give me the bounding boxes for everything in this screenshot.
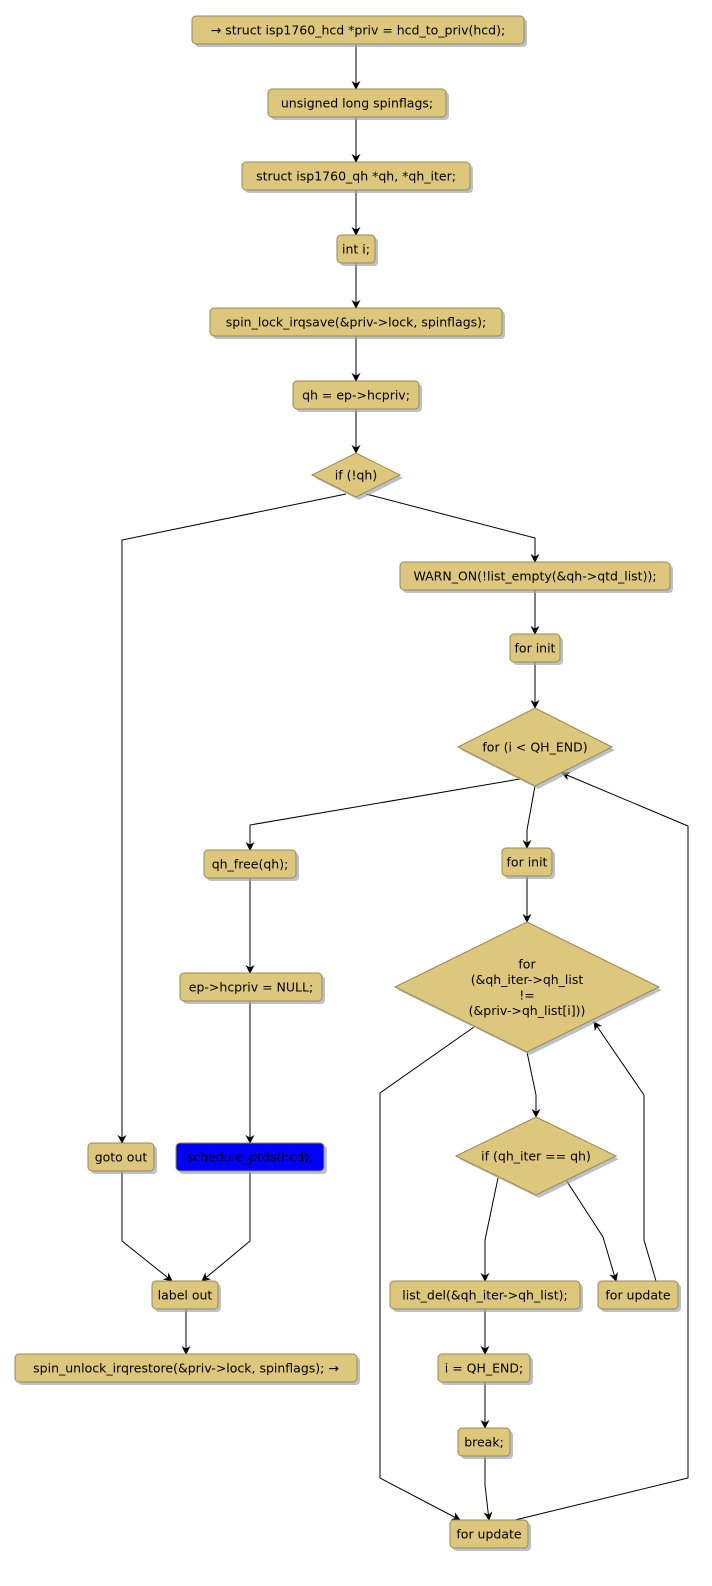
step-n4: int i; xyxy=(336,234,378,266)
node-label: WARN_ON(!list_empty(&qh->qtd_list)); xyxy=(413,569,656,584)
step-n9: qh_free(qh); xyxy=(203,849,299,881)
node-label: ep->hcpriv = NULL; xyxy=(189,980,313,995)
box-shape xyxy=(597,1280,679,1310)
edge-d3-to-n20 xyxy=(379,1026,475,1521)
node-label: if (!qh) xyxy=(335,468,377,483)
step-n15: list_del(&qh_iter->qh_list); xyxy=(389,1280,583,1312)
decision-d1: if (!qh) xyxy=(310,452,403,500)
decision-shape xyxy=(393,921,661,1053)
box-shape xyxy=(179,972,323,1002)
step-n17: spin_unlock_irqrestore(&priv->lock, spin… xyxy=(14,1353,360,1385)
edge-n12-to-n14 xyxy=(121,1171,173,1282)
step-n16: for update xyxy=(597,1280,681,1312)
box-shape xyxy=(14,1353,358,1383)
edge-d1-to-n7 xyxy=(365,493,540,563)
node-label: for (i < QH_END) xyxy=(482,740,587,755)
box-shape xyxy=(241,161,471,191)
edge-d1-to-n12 xyxy=(117,493,347,1144)
step-n14: label out xyxy=(151,1280,221,1312)
node-label: for update xyxy=(456,1527,522,1542)
edge-n13-to-n14 xyxy=(201,1171,251,1282)
node-label: list_del(&qh_iter->qh_list); xyxy=(402,1288,567,1303)
box-shape xyxy=(457,1427,511,1457)
node-label: label out xyxy=(158,1288,213,1303)
edge-n20-to-d2 xyxy=(514,771,689,1521)
box-shape xyxy=(87,1142,155,1172)
node-label: break; xyxy=(464,1435,504,1450)
step-n3: struct isp1760_qh *qh, *qh_iter; xyxy=(241,161,473,193)
node-label: for init xyxy=(507,855,548,870)
edge-n19-to-n20 xyxy=(483,1456,493,1521)
step-n7: WARN_ON(!list_empty(&qh->qtd_list)); xyxy=(399,561,673,593)
node-label: int i; xyxy=(342,242,370,257)
edge-d2-to-n10 xyxy=(522,785,536,849)
step-n13: schedule_ptds(hcd); xyxy=(175,1142,327,1174)
node-label: for xyxy=(518,956,536,971)
decision-shape xyxy=(454,1116,618,1196)
node-label: if (qh_iter == qh) xyxy=(481,1149,591,1164)
step-n6: qh = ep->hcpriv; xyxy=(292,380,422,412)
step-n1: → struct isp1760_hcd *priv = hcd_to_priv… xyxy=(191,15,527,47)
box-shape xyxy=(501,847,553,877)
box-shape xyxy=(336,234,376,264)
node-label: spin_lock_irqsave(&priv->lock, spinflags… xyxy=(226,315,486,330)
edges xyxy=(117,44,689,1521)
step-n19: break; xyxy=(457,1427,513,1459)
node-label: → struct isp1760_hcd *priv = hcd_to_priv… xyxy=(211,23,505,38)
step-n20: for update xyxy=(449,1519,531,1551)
step-n10: for init xyxy=(501,847,555,879)
edge-d4-to-n16 xyxy=(565,1179,619,1282)
decision-shape xyxy=(456,707,614,787)
box-shape xyxy=(203,849,297,879)
step-n12: goto out xyxy=(87,1142,157,1174)
box-shape xyxy=(209,307,503,337)
box-shape xyxy=(151,1280,219,1310)
node-label: != xyxy=(519,987,535,1002)
box-shape xyxy=(292,380,420,410)
decision-shape xyxy=(310,452,402,498)
decision-d4: if (qh_iter == qh) xyxy=(454,1116,619,1198)
nodes: → struct isp1760_hcd *priv = hcd_to_priv… xyxy=(14,15,681,1551)
step-n2: unsigned long spinflags; xyxy=(267,88,449,120)
decision-d2: for (i < QH_END) xyxy=(456,707,615,789)
node-label: (&qh_iter->qh_list xyxy=(471,972,584,987)
node-label: for update xyxy=(605,1288,671,1303)
box-shape xyxy=(509,633,561,663)
step-n5: spin_lock_irqsave(&priv->lock, spinflags… xyxy=(209,307,505,339)
edge-d2-to-n9 xyxy=(245,778,521,851)
box-shape xyxy=(399,561,671,591)
node-label: spin_unlock_irqrestore(&priv->lock, spin… xyxy=(33,1361,339,1376)
box-shape xyxy=(449,1519,529,1549)
node-label: unsigned long spinflags; xyxy=(281,96,433,111)
node-label: i = QH_END; xyxy=(445,1361,523,1376)
node-label: qh = ep->hcpriv; xyxy=(302,388,410,403)
edge-n16-to-d3 xyxy=(593,1021,657,1282)
box-shape xyxy=(389,1280,581,1310)
node-label: qh_free(qh); xyxy=(212,857,289,872)
step-n8: for init xyxy=(509,633,563,665)
box-shape xyxy=(191,15,525,45)
step-n18: i = QH_END; xyxy=(437,1353,533,1385)
node-label: (&priv->qh_list[i])) xyxy=(469,1003,586,1018)
node-label: struct isp1760_qh *qh, *qh_iter; xyxy=(256,169,456,184)
step-n11: ep->hcpriv = NULL; xyxy=(179,972,325,1004)
node-label: for init xyxy=(515,641,556,656)
decision-d3: for(&qh_iter->qh_list!=(&priv->qh_list[i… xyxy=(393,921,662,1055)
edge-d4-to-n15 xyxy=(480,1177,499,1282)
edge-d3-to-d4 xyxy=(526,1051,541,1118)
box-shape xyxy=(267,88,447,118)
box-shape xyxy=(437,1353,531,1383)
node-label: schedule_ptds(hcd); xyxy=(187,1150,313,1165)
node-label: goto out xyxy=(95,1150,148,1165)
box-shape xyxy=(175,1142,325,1172)
